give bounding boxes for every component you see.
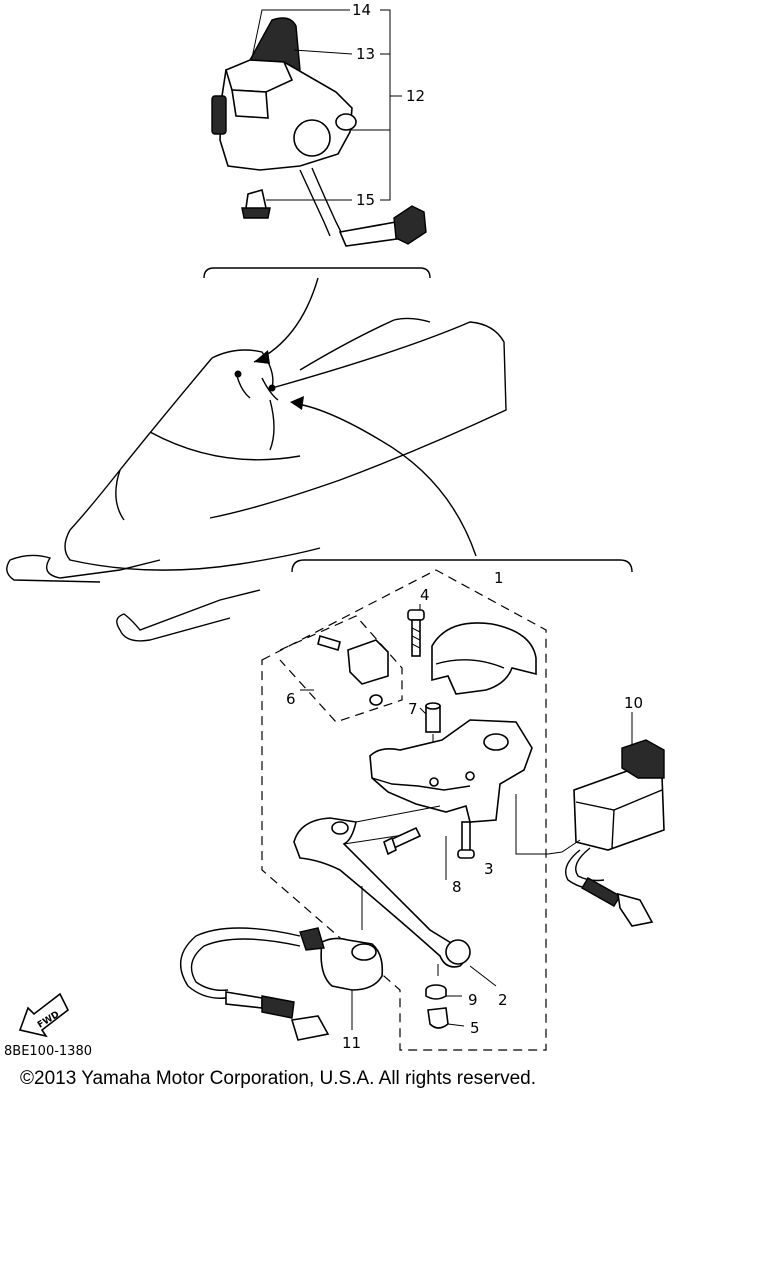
callout-6: 6 xyxy=(286,690,296,708)
callout-10: 10 xyxy=(624,694,643,712)
collar-7 xyxy=(425,702,441,790)
lever-holder xyxy=(369,719,533,823)
copyright-notice: ©2013 Yamaha Motor Corporation, U.S.A. A… xyxy=(20,1068,536,1089)
arrow-to-handlebar-left xyxy=(253,277,319,363)
callout-7: 7 xyxy=(408,700,418,718)
part-6-components xyxy=(317,634,389,706)
leader-lines-top xyxy=(251,9,402,201)
callout-13: 13 xyxy=(356,45,375,63)
callout-11: 11 xyxy=(342,1034,361,1052)
assembly-1-outline xyxy=(261,569,547,1051)
brake-lever xyxy=(293,805,471,968)
cap-5 xyxy=(427,1007,449,1029)
fwd-arrow-icon xyxy=(18,992,70,1038)
throttle-switch-assembly xyxy=(211,17,427,247)
arrow-to-handlebar-right xyxy=(297,403,477,557)
parts-diagram: FWD 1 2 3 4 5 6 7 8 9 10 11 12 13 14 15 xyxy=(6,1,665,1052)
top-bracket xyxy=(203,267,431,279)
nut-9 xyxy=(425,984,447,1000)
relay-unit-10 xyxy=(565,739,665,927)
bolt-3 xyxy=(457,821,475,859)
brake-switch-11 xyxy=(179,927,384,1041)
part-code: 8BE100-1380 xyxy=(4,1044,92,1059)
lower-bracket xyxy=(291,559,633,573)
callout-2: 2 xyxy=(498,991,508,1009)
leader-lines-lower xyxy=(300,604,633,1030)
holder-cap xyxy=(431,622,537,695)
part-6-group-outline xyxy=(279,615,403,723)
callout-5: 5 xyxy=(470,1019,480,1037)
snowmobile-outline xyxy=(6,317,507,642)
callout-9: 9 xyxy=(468,991,478,1009)
callout-12: 12 xyxy=(406,87,425,105)
bolt-8 xyxy=(383,826,422,856)
callout-8: 8 xyxy=(452,878,462,896)
callout-3: 3 xyxy=(484,860,494,878)
callout-1: 1 xyxy=(494,569,504,587)
bolt-4 xyxy=(407,609,425,657)
callout-14: 14 xyxy=(352,1,371,19)
callout-15: 15 xyxy=(356,191,375,209)
callout-4: 4 xyxy=(420,586,430,604)
